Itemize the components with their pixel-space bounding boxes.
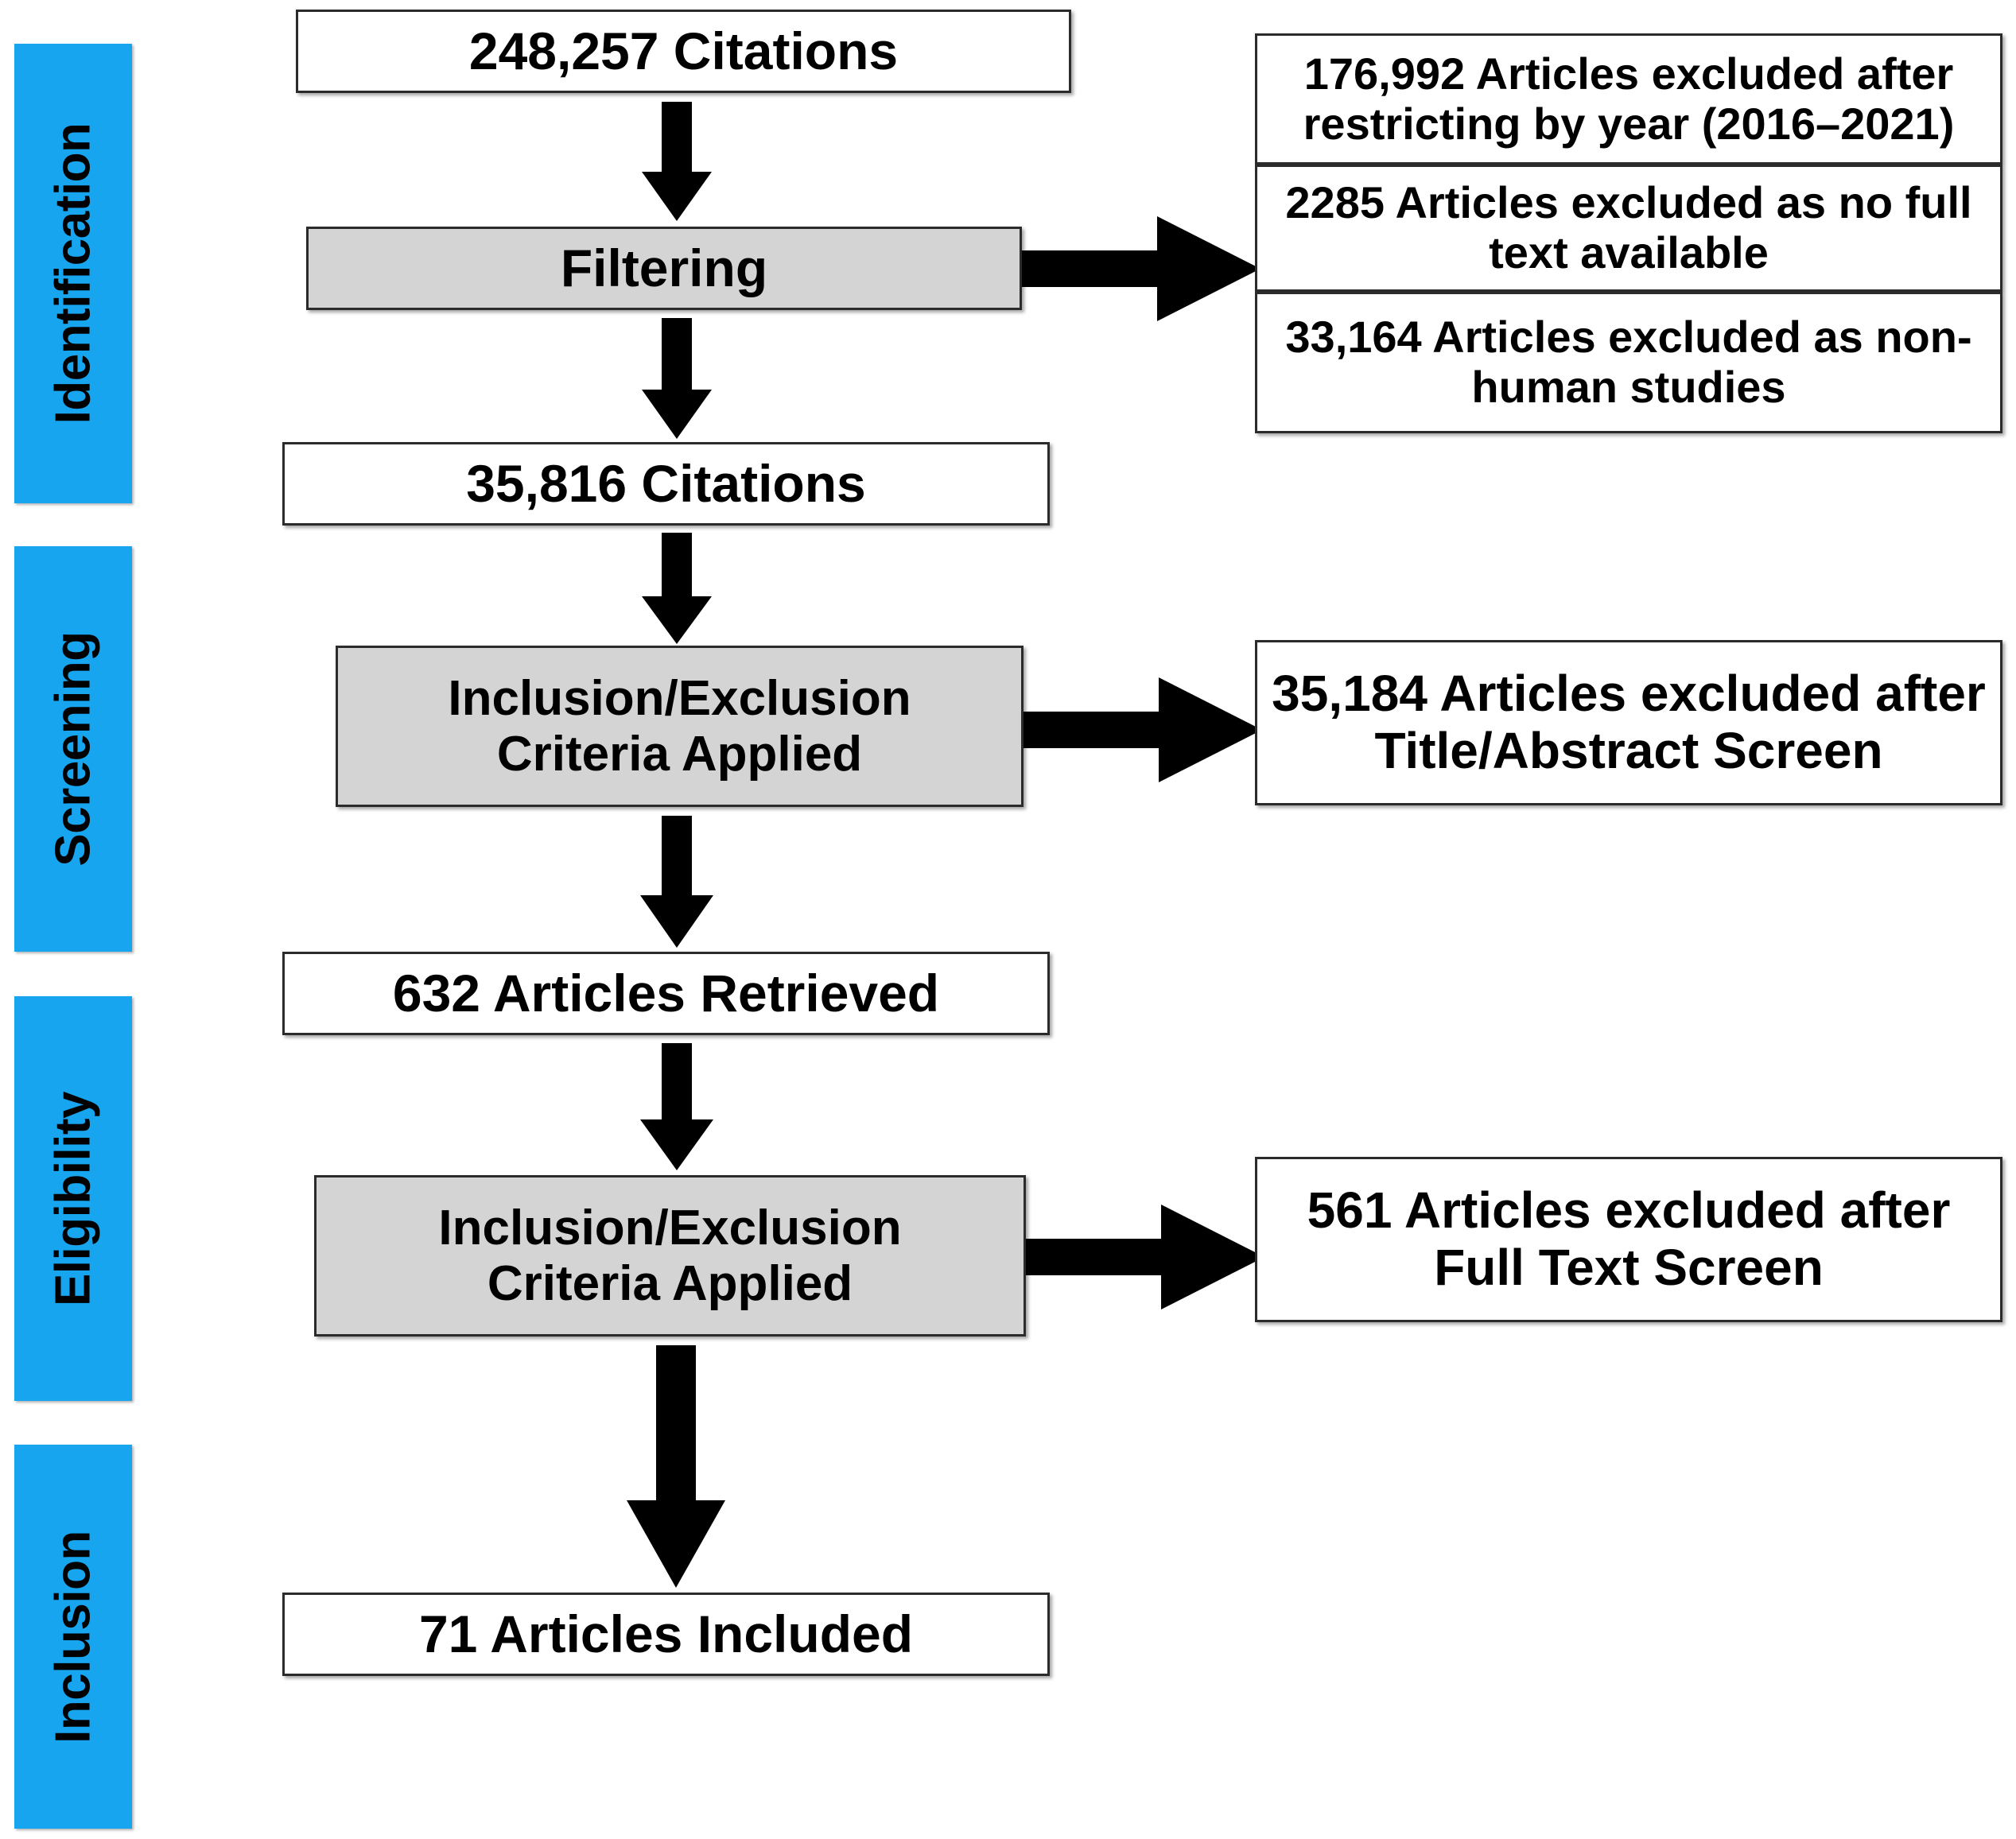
stage-bar-screening: Screening	[14, 546, 132, 952]
arrow-eligibility-criteria-to-included	[612, 1345, 740, 1588]
node-criteria-screening-label: Inclusion/Exclusion Criteria Applied	[448, 671, 911, 782]
arrow-head	[1157, 215, 1260, 321]
stage-bar-eligibility: Eligibility	[14, 996, 132, 1401]
stage-label-screening: Screening	[45, 631, 101, 867]
node-articles-retrieved-label: 632 Articles Retrieved	[392, 963, 940, 1022]
arrow-shaft	[1026, 1238, 1165, 1275]
node-citations-filtered-label: 35,816 Citations	[466, 453, 866, 513]
node-citations-initial: 248,257 Citations	[296, 10, 1071, 93]
stage-label-inclusion: Inclusion	[45, 1530, 101, 1744]
arrow-head	[642, 390, 712, 439]
stage-bar-identification: Identification	[14, 44, 132, 503]
node-articles-retrieved: 632 Articles Retrieved	[282, 952, 1050, 1035]
arrow-head	[640, 895, 713, 948]
arrow-filtering-to-citations-filtered	[625, 318, 728, 439]
arrow-citations-to-screening-criteria	[625, 533, 728, 644]
arrow-shaft	[656, 1345, 696, 1504]
arrow-shaft	[662, 816, 692, 895]
arrow-head	[640, 1119, 713, 1170]
node-citations-initial-label: 248,257 Citations	[468, 21, 899, 80]
arrow-shaft	[662, 102, 692, 175]
exclusion-non-human-label: 33,164 Articles excluded as non-human st…	[1285, 312, 1972, 412]
exclusion-box-no-full-text: 2285 Articles excluded as no full text a…	[1255, 165, 2002, 292]
exclusion-no-full-text-label: 2285 Articles excluded as no full text a…	[1285, 177, 1972, 277]
exclusion-by-year-label: 176,992 Articles excluded after restrict…	[1303, 48, 1955, 149]
arrow-eligibility-criteria-to-exclusion	[1026, 1183, 1264, 1330]
node-citations-filtered: 35,816 Citations	[282, 442, 1050, 526]
stage-label-eligibility: Eligibility	[45, 1091, 101, 1306]
arrow-screening-criteria-to-retrieved	[625, 816, 728, 948]
arrow-head	[642, 172, 712, 221]
node-articles-included-label: 71 Articles Included	[418, 1604, 914, 1663]
stage-bar-inclusion: Inclusion	[14, 1445, 132, 1829]
arrow-shaft	[662, 533, 692, 598]
arrow-screening-criteria-to-exclusion	[1024, 656, 1262, 803]
node-filtering: Filtering	[306, 227, 1022, 310]
node-criteria-eligibility: Inclusion/Exclusion Criteria Applied	[314, 1175, 1026, 1337]
exclusion-box-title-abstract: 35,184 Articles excluded after Title/Abs…	[1255, 640, 2002, 805]
arrow-head	[627, 1500, 725, 1588]
arrow-shaft	[1022, 250, 1161, 287]
arrow-citations-to-filtering	[625, 102, 728, 221]
exclusion-box-non-human: 33,164 Articles excluded as non-human st…	[1255, 292, 2002, 433]
arrow-shaft	[662, 318, 692, 393]
arrow-head	[1159, 677, 1262, 782]
exclusion-box-by-year: 176,992 Articles excluded after restrict…	[1255, 33, 2002, 165]
exclusion-title-abstract-label: 35,184 Articles excluded after Title/Abs…	[1272, 665, 1986, 779]
exclusion-full-text-label: 561 Articles excluded after Full Text Sc…	[1307, 1181, 1951, 1296]
node-filtering-label: Filtering	[560, 238, 768, 297]
arrow-head	[642, 596, 712, 644]
arrow-filtering-to-exclusions	[1022, 195, 1260, 342]
stage-label-identification: Identification	[45, 122, 101, 425]
exclusion-box-full-text: 561 Articles excluded after Full Text Sc…	[1255, 1157, 2002, 1322]
arrow-shaft	[1024, 711, 1163, 748]
arrow-retrieved-to-eligibility-criteria	[625, 1043, 728, 1170]
node-articles-included: 71 Articles Included	[282, 1593, 1050, 1676]
node-criteria-screening: Inclusion/Exclusion Criteria Applied	[336, 646, 1024, 807]
arrow-shaft	[662, 1043, 692, 1119]
arrow-head	[1161, 1204, 1264, 1309]
node-criteria-eligibility-label: Inclusion/Exclusion Criteria Applied	[438, 1201, 902, 1311]
